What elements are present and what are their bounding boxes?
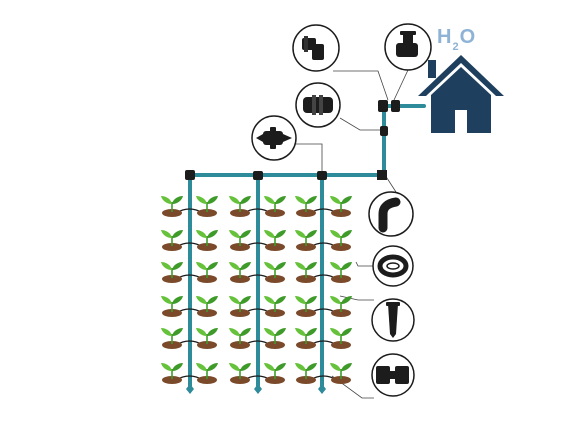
plant-r6-c2 — [195, 362, 219, 384]
elbow-fitting-on-pipe — [378, 100, 388, 112]
tubing-coil-icon — [377, 254, 409, 278]
tee-fitting-3 — [317, 171, 327, 180]
water-label-subscript: 2 — [452, 41, 460, 53]
callout-line-elbow — [333, 70, 389, 101]
callout-tubing-coil — [372, 245, 414, 287]
plant-r3-c3 — [228, 261, 252, 283]
plant-r4-c1 — [160, 295, 184, 317]
plant-r2-c6 — [329, 229, 353, 251]
callout-bent-elbow — [368, 191, 414, 237]
valve-on-pipe — [391, 100, 400, 112]
plant-r3-c6 — [329, 261, 353, 283]
callout-tap-valve — [384, 23, 432, 71]
plant-r5-c2 — [195, 327, 219, 349]
drip-stake-icon — [386, 302, 400, 338]
plant-r1-c4 — [263, 195, 287, 217]
plant-r1-c1 — [160, 195, 184, 217]
water-label: H2O — [437, 26, 477, 53]
bent-elbow-icon — [378, 197, 401, 233]
elbow-fitting-icon — [302, 36, 324, 60]
callout-elbow-fitting — [292, 24, 340, 72]
plant-r4-c4 — [263, 295, 287, 317]
bent-elbow-on-pipe — [377, 170, 387, 180]
coupler-icon — [303, 95, 333, 115]
plant-r5-c6 — [329, 327, 353, 349]
tee-fitting-2 — [253, 171, 263, 180]
plant-r5-c3 — [228, 327, 252, 349]
callout-barbed-connector — [251, 115, 297, 161]
callout-coupler — [295, 82, 341, 128]
callout-drip-stake — [371, 298, 415, 342]
tap-valve-icon — [396, 31, 418, 57]
plant-r5-c4 — [263, 327, 287, 349]
callout-line-coupler — [339, 117, 382, 131]
end-plug-icon — [376, 366, 409, 384]
end-cap-2 — [254, 384, 262, 394]
coupler-on-pipe — [380, 126, 388, 136]
water-label-o: O — [459, 26, 477, 48]
callout-line-tubing — [355, 261, 374, 267]
plant-r6-c5 — [294, 362, 318, 384]
plant-r4-c5 — [294, 295, 318, 317]
plant-r1-c5 — [294, 195, 318, 217]
water-label-h: H — [437, 26, 453, 48]
callout-line-stake — [339, 295, 374, 301]
plant-r5-c1 — [160, 327, 184, 349]
plant-r2-c3 — [228, 229, 252, 251]
pipe-fittings — [185, 100, 400, 180]
plant-r5-c5 — [294, 327, 318, 349]
plant-r2-c2 — [195, 229, 219, 251]
plant-r4-c2 — [195, 295, 219, 317]
tee-fitting-1 — [185, 170, 195, 180]
end-cap-1 — [186, 384, 194, 394]
plant-r3-c5 — [294, 261, 318, 283]
plant-r4-c3 — [228, 295, 252, 317]
plant-r6-c6 — [329, 362, 353, 384]
callout-line-barbed — [296, 143, 323, 174]
plant-r3-c4 — [263, 261, 287, 283]
plant-r3-c1 — [160, 261, 184, 283]
plant-r3-c2 — [195, 261, 219, 283]
plant-r4-c6 — [329, 295, 353, 317]
pipe-network — [188, 104, 426, 388]
callout-end-plug — [371, 353, 415, 397]
plant-r6-c3 — [228, 362, 252, 384]
end-cap-3 — [318, 384, 326, 394]
plant-r1-c6 — [329, 195, 353, 217]
plant-r1-c3 — [228, 195, 252, 217]
house-icon — [418, 55, 504, 133]
plant-r2-c5 — [294, 229, 318, 251]
plant-r6-c4 — [263, 362, 287, 384]
plant-r1-c2 — [195, 195, 219, 217]
plant-r2-c1 — [160, 229, 184, 251]
callout-line-valve — [393, 69, 409, 101]
plant-r2-c4 — [263, 229, 287, 251]
plant-r6-c1 — [160, 362, 184, 384]
barbed-connector-icon — [256, 127, 292, 149]
